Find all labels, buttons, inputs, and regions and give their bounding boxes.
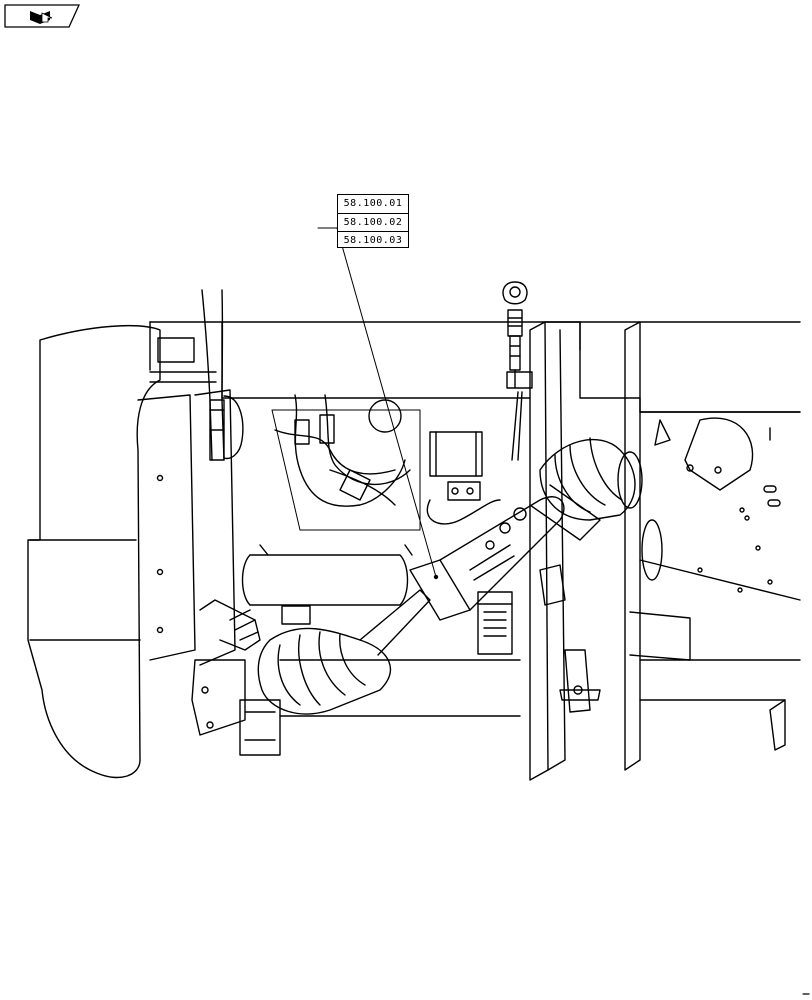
left-bracket-assembly [191, 599, 281, 756]
callout-leader-line [336, 227, 437, 578]
reference-code-link[interactable]: 58.100.01 [343, 198, 403, 209]
book-arrow-icon[interactable] [4, 4, 80, 28]
reference-codes-table: 58.100.01 58.100.02 58.100.03 [337, 194, 409, 248]
upper-frame-panel [149, 321, 801, 413]
drive-shaft [257, 437, 643, 715]
lower-linkage [539, 564, 601, 713]
upright-post [529, 321, 641, 781]
hydraulic-assembly [271, 394, 501, 531]
lower-beam [241, 544, 521, 717]
left-hose [201, 289, 244, 461]
reference-code-link[interactable]: 58.100.03 [338, 231, 408, 249]
right-deck [629, 411, 801, 751]
reference-code-link[interactable]: 58.100.02 [338, 213, 408, 231]
side-shield [27, 325, 236, 779]
decal-plate [477, 591, 513, 655]
eye-bolt-rod [502, 281, 533, 461]
